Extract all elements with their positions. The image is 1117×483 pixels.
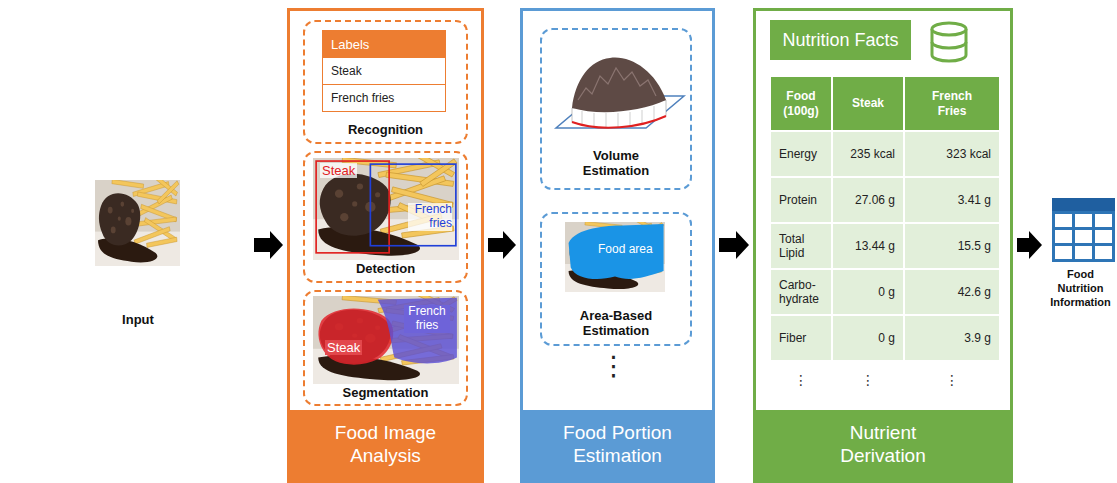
node-text: Area-Based Estimation — [542, 308, 690, 339]
illustration-part — [1052, 198, 1115, 262]
illustration-part — [572, 58, 666, 113]
illustration-part — [565, 215, 665, 292]
label-table: LabelsSteakFrench fries — [322, 30, 446, 112]
illustration-part — [932, 23, 966, 35]
method-box: Recognition LabelsSteakFrench fries — [303, 20, 468, 144]
illustration-part — [1075, 230, 1092, 243]
node-row-text: French fries — [323, 84, 445, 111]
flow-arrow — [488, 231, 516, 259]
method-box: Area-Based Estimation — [540, 212, 692, 346]
illustration-part — [1075, 214, 1092, 227]
table-icon — [1052, 198, 1115, 262]
stage-panel: Food Image AnalysisRecognitionLabelsStea… — [287, 8, 484, 483]
volume-illustration — [556, 58, 684, 128]
flow-arrow — [1017, 231, 1042, 259]
illustration-part — [370, 164, 456, 246]
table-cell: ⋮ — [904, 361, 1000, 399]
detection-photo — [313, 148, 459, 260]
illustration-part — [313, 287, 459, 384]
node-text: Volume Estimation — [542, 148, 690, 179]
illustration-part — [654, 106, 655, 121]
illustration-part — [630, 112, 631, 126]
illustration-part — [1055, 214, 1072, 227]
node-text: Recognition — [305, 122, 466, 138]
node-text: Labels — [323, 31, 445, 57]
ellipsis-mark: ⋮ — [600, 352, 626, 379]
segmentation-photo — [313, 287, 459, 384]
illustration-part — [1055, 214, 1112, 259]
table-cell: 13.44 g — [832, 223, 904, 269]
box-label: Steak — [320, 163, 357, 178]
node-text: Food Nutrition Information — [1046, 268, 1115, 309]
table-cell: 323 kcal — [904, 131, 1000, 177]
illustration-part — [1055, 246, 1072, 259]
header-box: Nutrition Facts — [770, 20, 911, 60]
illustration-part — [1052, 198, 1115, 211]
input-node: Input — [85, 170, 250, 340]
table-cell: Energy — [770, 131, 832, 177]
illustration-part — [572, 116, 666, 128]
illustration-part — [1055, 230, 1072, 243]
node-text: Detection — [305, 261, 466, 277]
area-photo — [565, 215, 665, 292]
node-text: Food Image Analysis — [290, 410, 481, 480]
illustration-part — [618, 113, 619, 128]
node-text: Nutrient Derivation — [756, 410, 1010, 480]
illustration-part — [316, 161, 389, 253]
food-photo — [95, 172, 180, 266]
illustration-part — [313, 148, 459, 260]
segment-label: French fries — [404, 305, 450, 333]
table-cell: 0 g — [832, 269, 904, 315]
table-cell: 15.5 g — [904, 223, 1000, 269]
illustration-part — [569, 224, 664, 279]
table-cell: Protein — [770, 177, 832, 223]
flow-arrow — [719, 231, 749, 259]
table-cell: 42.6 g — [904, 269, 1000, 315]
output-node: Food Nutrition Information — [1046, 190, 1115, 315]
table-cell: Steak — [832, 76, 904, 131]
segment-label: Steak — [325, 340, 362, 355]
node-text: Segmentation — [305, 385, 466, 401]
method-box: Volume Estimation — [540, 28, 692, 190]
table-cell: 0 g — [832, 315, 904, 361]
illustration-part — [594, 113, 595, 127]
illustration-part — [1095, 230, 1112, 243]
node-row-text: Steak — [323, 57, 445, 84]
illustration-part — [932, 42, 966, 48]
node-text: Input — [93, 312, 183, 327]
node-text: Nutrition Facts — [782, 30, 898, 51]
table-cell: Carbo- hydrate — [770, 269, 832, 315]
table-cell: Food (100g) — [770, 76, 832, 131]
table-cell: 3.41 g — [904, 177, 1000, 223]
illustration-part — [1075, 246, 1092, 259]
box-label: French fries — [408, 203, 452, 231]
table-cell: Total Lipid — [770, 223, 832, 269]
illustration-part — [606, 113, 607, 128]
illustration-part — [578, 68, 656, 100]
illustration-part — [642, 110, 643, 124]
table-cell: French Fries — [904, 76, 1000, 131]
illustration-part — [318, 309, 393, 365]
database-icon — [932, 23, 966, 61]
table-cell: 3.9 g — [904, 315, 1000, 361]
table-cell: 235 kcal — [832, 131, 904, 177]
illustration-part — [1095, 214, 1112, 227]
table-cell: Fiber — [770, 315, 832, 361]
table-cell: ⋮ — [770, 361, 832, 399]
illustration-part — [582, 111, 583, 125]
illustration-part — [1095, 246, 1112, 259]
node-text: Food Portion Estimation — [523, 410, 712, 480]
flow-arrow — [254, 231, 283, 259]
table-cell: 27.06 g — [832, 177, 904, 223]
table-cell: ⋮ — [832, 361, 904, 399]
illustration-part — [378, 298, 457, 364]
area-label: Food area — [596, 242, 655, 256]
